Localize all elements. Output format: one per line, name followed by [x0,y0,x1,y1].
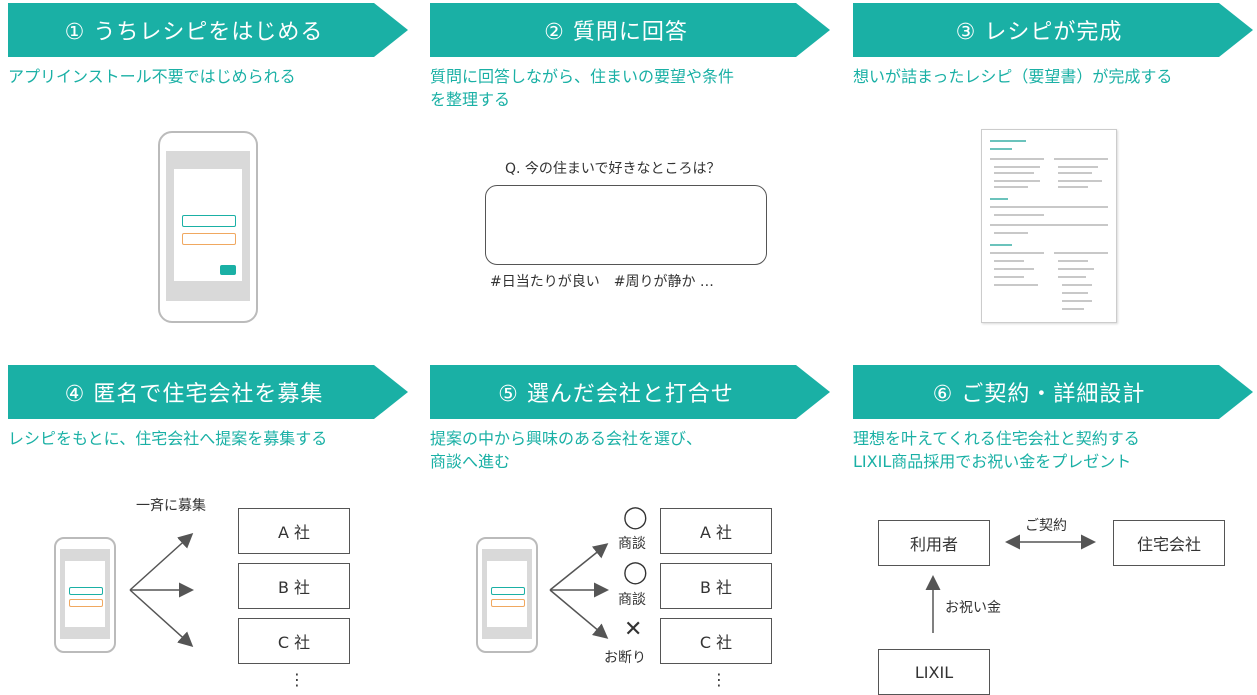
step-3-title: ③ レシピが完成 [955,20,1123,45]
lixil-box: LIXIL [878,649,990,695]
step-4-subtitle: レシピをもとに、住宅会社へ提案を募集する [8,429,328,448]
step-2: ② 質問に回答 質問に回答しながら、住まいの要望や条件 を整理する Q. 今の住… [430,3,830,333]
phone-screen [166,151,250,301]
step-6-title: ⑥ ご契約・詳細設計 [932,382,1146,407]
relationship-arrows [925,534,1096,633]
recipe-document-illustration [981,129,1117,323]
step-4-title: ④ 匿名で住宅会社を募集 [64,382,324,407]
step-5-subtitle: 提案の中から興味のある会社を選び、 商談へ進む [430,429,703,471]
step-1: ① うちレシピをはじめる アプリインストール不要ではじめられる [8,3,408,333]
step-3-banner: ③ レシピが完成 [853,3,1253,57]
selection-arrows [549,543,609,639]
step-3-subtitle: 想いが詰まったレシピ（要望書）が完成する [853,67,1173,86]
step-5: ⑤ 選んだ会社と打合せ 提案の中から興味のある会社を選び、 商談へ進む ◯ 商談… [430,365,830,694]
housing-company-box: 住宅会社 [1113,520,1225,566]
company-box-b: B 社 [238,563,350,609]
step-2-title: ② 質問に回答 [544,20,688,45]
decision-mark-c: ✕ [624,617,643,642]
step-3: ③ レシピが完成 想いが詰まったレシピ（要望書）が完成する [853,3,1253,333]
broadcast-arrows [129,532,194,648]
step-4: ④ 匿名で住宅会社を募集 レシピをもとに、住宅会社へ提案を募集する 一斉に募集 … [8,365,408,694]
decision-mark-b: ◯ [623,560,648,585]
step-1-title: ① うちレシピをはじめる [64,20,324,45]
phone-start-button-icon [182,215,236,227]
answer-textbox [485,185,767,265]
more-companies-ellipsis: ⋮ [711,670,727,689]
company-box-b: B 社 [660,563,772,609]
user-box: 利用者 [878,520,990,566]
decision-label-b: 商談 [618,592,646,608]
company-box-a: A 社 [238,508,350,554]
phone-option-button-icon [182,233,236,245]
step-1-banner: ① うちレシピをはじめる [8,3,408,57]
gift-money-label: お祝い金 [945,600,1001,616]
smartphone-illustration [476,537,538,653]
step-1-subtitle: アプリインストール不要ではじめられる [8,67,296,86]
smartphone-illustration [54,537,116,653]
phone-next-button-icon [220,265,236,275]
step-5-banner: ⑤ 選んだ会社と打合せ [430,365,830,419]
contract-label: ご契約 [1025,518,1067,534]
step-6-banner: ⑥ ご契約・詳細設計 [853,365,1253,419]
company-box-c: C 社 [238,618,350,664]
phone-dialog [174,169,242,281]
step-2-banner: ② 質問に回答 [430,3,830,57]
company-box-a: A 社 [660,508,772,554]
decision-mark-a: ◯ [623,505,648,530]
step-5-title: ⑤ 選んだ会社と打合せ [498,382,734,407]
step-6: ⑥ ご契約・詳細設計 理想を叶えてくれる住宅会社と契約する LIXIL商品採用で… [853,365,1253,695]
step-6-subtitle: 理想を叶えてくれる住宅会社と契約する LIXIL商品採用でお祝い金をプレゼント [853,429,1140,471]
step-2-subtitle: 質問に回答しながら、住まいの要望や条件 を整理する [430,67,735,109]
company-box-c: C 社 [660,618,772,664]
broadcast-label: 一斉に募集 [136,498,206,514]
step-4-banner: ④ 匿名で住宅会社を募集 [8,365,408,419]
decision-label-c: お断り [604,650,646,666]
question-text: Q. 今の住まいで好きなところは？ [505,161,721,177]
smartphone-illustration [158,131,258,323]
more-companies-ellipsis: ⋮ [289,670,305,689]
decision-label-a: 商談 [618,536,646,552]
answer-tags: #日当たりが良い #周りが静か … [490,274,714,290]
